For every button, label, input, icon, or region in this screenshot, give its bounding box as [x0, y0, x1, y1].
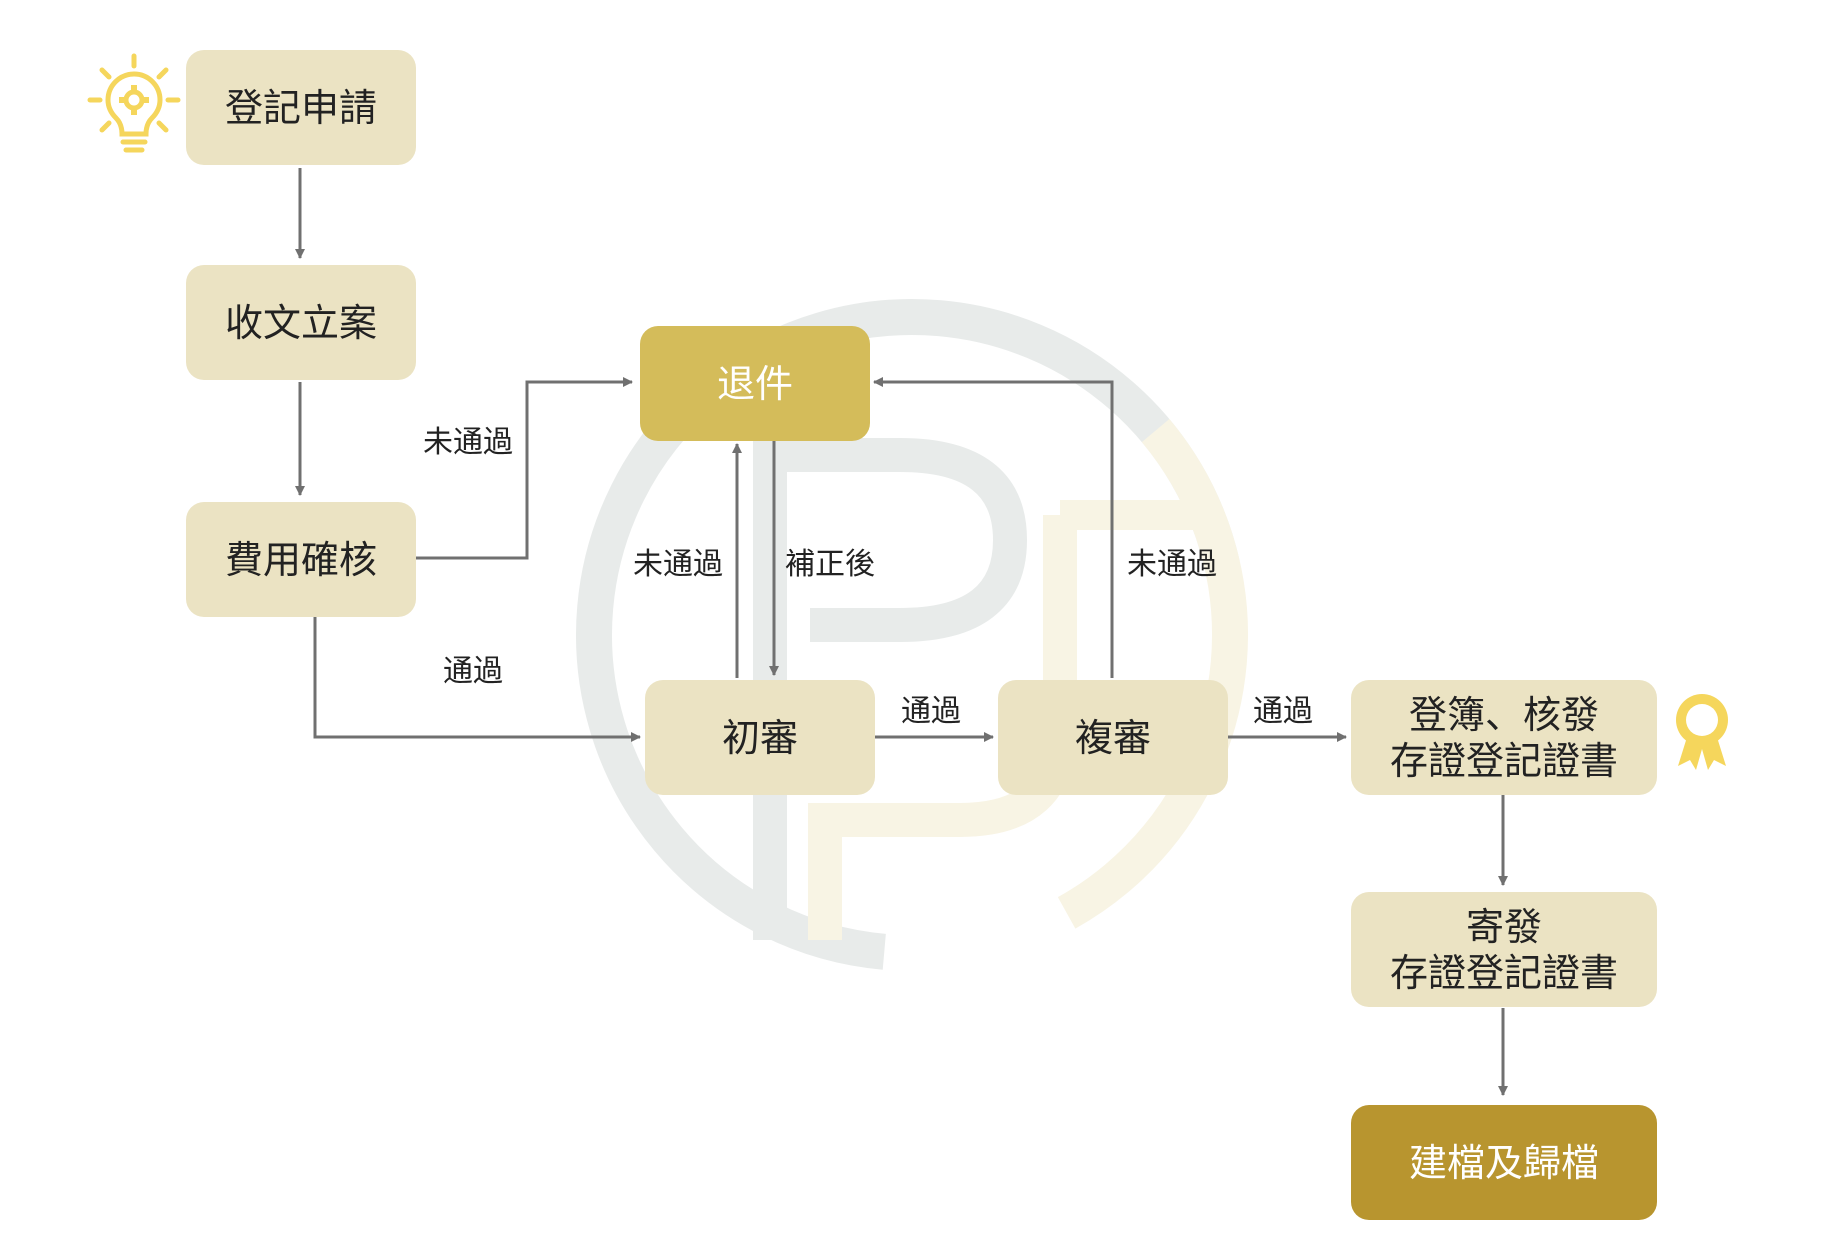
- label-initial-fail: 未通過: [633, 547, 723, 582]
- node-register-line2: 存證登記證書: [1389, 738, 1618, 783]
- node-receive: 收文立案: [186, 265, 416, 380]
- node-receive-label: 收文立案: [224, 300, 377, 345]
- node-mail: 寄發 存證登記證書: [1351, 892, 1657, 1007]
- node-review: 複審: [998, 680, 1228, 795]
- node-register: 登簿、核發 存證登記證書: [1351, 680, 1657, 795]
- lightbulb-gear-icon: [87, 53, 181, 153]
- node-apply: 登記申請: [186, 50, 416, 165]
- node-initial-label: 初審: [721, 715, 798, 760]
- award-ribbon-icon: [1676, 694, 1728, 770]
- edge-fee-initial: [313, 560, 641, 742]
- edge-review-return: [873, 377, 1114, 678]
- node-mail-line1: 寄發: [1465, 904, 1542, 949]
- label-fee-pass: 通過: [443, 654, 503, 689]
- label-after-fix: 補正後: [785, 547, 875, 582]
- label-review-fail: 未通過: [1127, 547, 1217, 582]
- edge-fee-return: [330, 377, 633, 560]
- node-archive: 建檔及歸檔: [1351, 1105, 1657, 1220]
- node-return-label: 退件: [716, 361, 793, 406]
- label-initial-pass: 通過: [901, 694, 961, 729]
- node-archive-label: 建檔及歸檔: [1408, 1140, 1599, 1185]
- node-return: 退件: [640, 326, 870, 441]
- node-fee-label: 費用確核: [224, 537, 377, 582]
- node-mail-line2: 存證登記證書: [1389, 950, 1618, 995]
- label-fee-fail: 未通過: [423, 425, 513, 460]
- node-fee: 費用確核: [186, 502, 416, 617]
- node-register-line1: 登簿、核發: [1408, 692, 1599, 737]
- label-review-pass: 通過: [1253, 694, 1313, 729]
- node-initial: 初審: [645, 680, 875, 795]
- node-apply-label: 登記申請: [224, 85, 377, 130]
- node-review-label: 複審: [1074, 715, 1151, 760]
